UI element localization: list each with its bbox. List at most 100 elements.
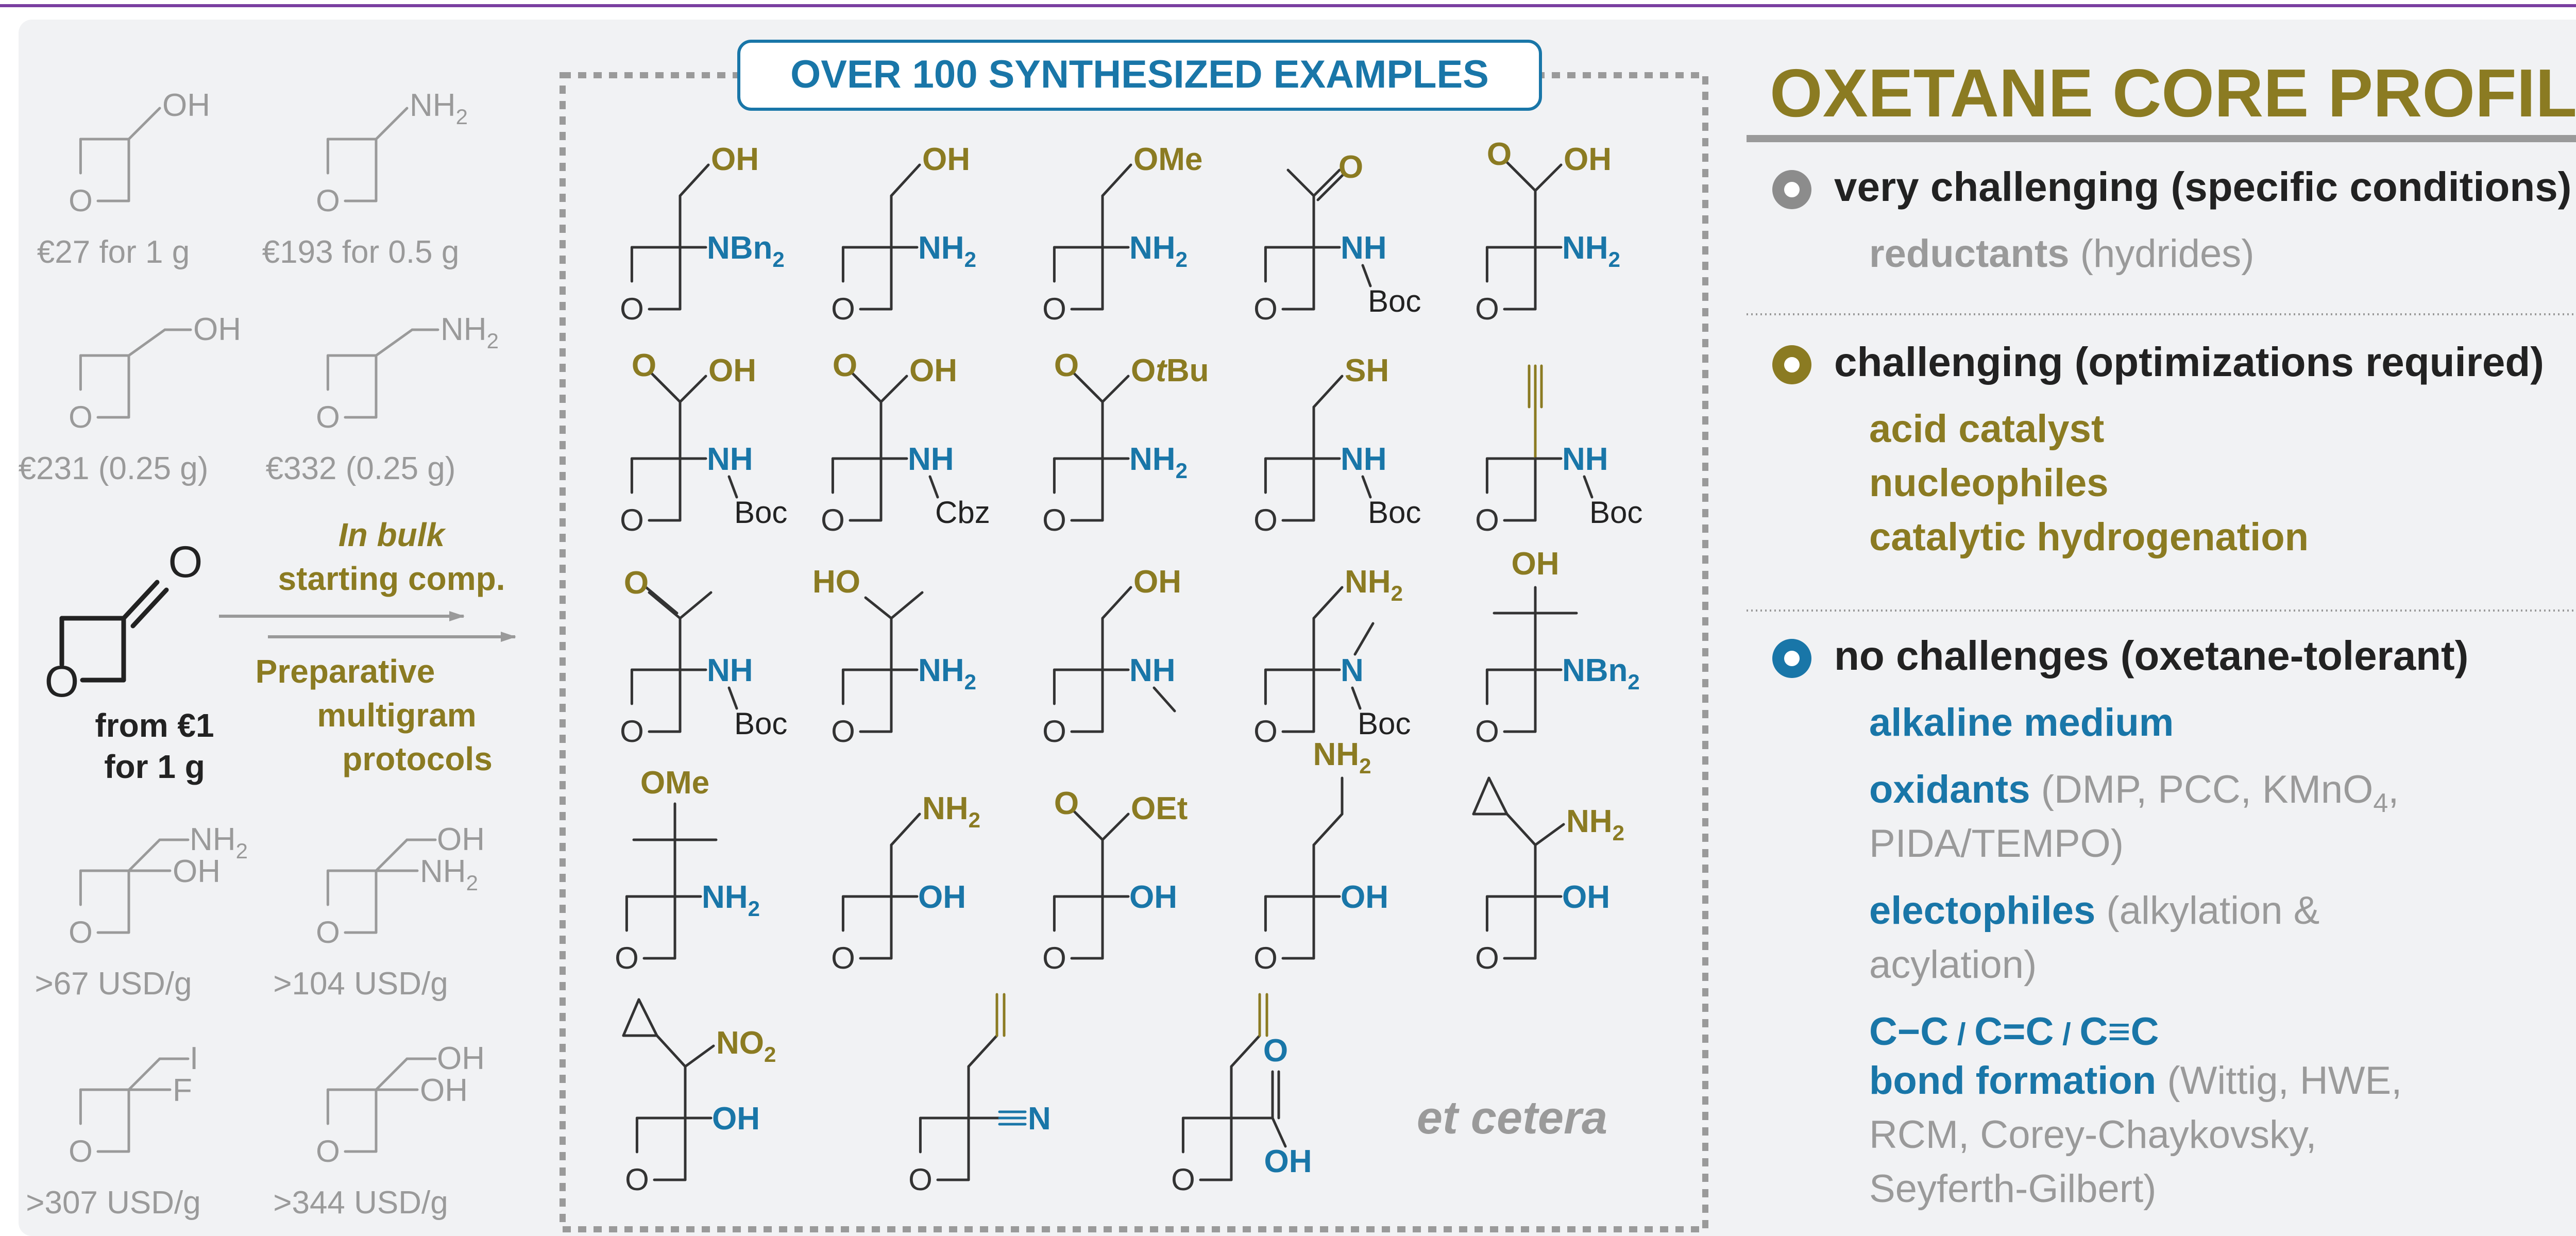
arrow-label: multigram — [317, 697, 476, 734]
atom-label: O — [624, 565, 649, 601]
substituent-label: NH — [1129, 653, 1176, 688]
price-label: >67 USD/g — [35, 966, 192, 1002]
ring-oxygen: O — [69, 183, 93, 218]
substituent-label: HO — [812, 564, 860, 600]
condition-item: acid catalyst — [1869, 407, 2104, 451]
bond-line — [127, 1057, 161, 1091]
oxetane-ring: O — [316, 869, 378, 950]
status-circle-inner — [1784, 357, 1800, 373]
bond-line — [1101, 586, 1132, 620]
bond-line — [1583, 475, 1594, 499]
substituent-label: SH — [1345, 353, 1389, 388]
substituent-label: NBn2 — [707, 230, 785, 272]
bond-line — [890, 163, 921, 197]
condition-note: Seyferth-Gilbert) — [1869, 1167, 2157, 1211]
oxetane-ring: O — [69, 138, 130, 218]
oxetane-ring: O — [1475, 668, 1537, 749]
examples-title: OVER 100 SYNTHESIZED EXAMPLES — [790, 53, 1489, 96]
bond-line — [1534, 823, 1565, 846]
condition-item: reductants (hydrides) — [1869, 232, 2255, 276]
substituent-label: NH2 — [1345, 564, 1403, 605]
ring-oxygen: O — [45, 657, 79, 706]
substituent-label: NH2 — [440, 312, 499, 353]
price-label: €27 for 1 g — [37, 234, 190, 270]
substituent-label: NH2 — [1129, 442, 1188, 483]
substituent-label: NBn2 — [1562, 653, 1640, 694]
bond-line — [890, 591, 924, 620]
bond-line — [1101, 163, 1132, 197]
arrow-label: In bulk — [338, 516, 447, 553]
substituent-label: OH — [437, 1041, 485, 1076]
substituent-label: NH — [1341, 442, 1387, 477]
ring-oxygen: O — [1475, 292, 1499, 326]
substituent-label: NH2 — [918, 653, 976, 694]
atom-label: O — [1338, 149, 1363, 185]
bond-line — [1504, 159, 1533, 188]
substituent-label: OH — [708, 353, 756, 388]
section-heading: very challenging (specific conditions) — [1834, 164, 2571, 210]
ring-oxygen: O — [831, 941, 855, 975]
bond-line — [1487, 776, 1509, 816]
bond-line — [1361, 264, 1372, 287]
substituent-label: NH2 — [1566, 804, 1624, 845]
substituent-label: OH — [162, 88, 210, 123]
substituent-label: OtBu — [1131, 353, 1209, 388]
substituent-label: NH2 — [1313, 737, 1371, 778]
bond-types: C−C / C=C / C≡C — [1869, 1010, 2159, 1054]
substituent-label: NH2 — [918, 230, 976, 272]
main-panel — [19, 20, 2576, 1236]
substituent-label: OH — [1562, 879, 1610, 915]
condition-item: bond formation (Wittig, HWE, — [1869, 1059, 2402, 1103]
atom-label: O — [833, 348, 857, 383]
oxetane-ring: O — [1253, 457, 1315, 537]
substituent-label: NH — [908, 442, 954, 477]
oxetane-ring: O — [316, 138, 378, 218]
bond-line — [890, 812, 921, 846]
bond-line — [727, 686, 738, 710]
ring-oxygen: O — [69, 1134, 93, 1169]
substituent-label: OH — [712, 1101, 760, 1137]
oxetane-ring: O — [821, 457, 883, 537]
oxetanone-price: from €1 — [95, 707, 214, 744]
substituent-label: OH — [918, 879, 966, 915]
bond-line — [1316, 173, 1345, 201]
condition-note: RCM, Corey-Chaykovsky, — [1869, 1113, 2317, 1157]
section-heading: no challenges (oxetane-tolerant) — [1834, 633, 2468, 679]
ring-oxygen: O — [831, 292, 855, 326]
bond-line — [1351, 686, 1362, 710]
atom-label: N — [1028, 1101, 1051, 1137]
bond-line — [679, 163, 710, 197]
ring-oxygen: O — [615, 941, 639, 975]
atom-label: O — [1263, 1033, 1288, 1069]
ring-oxygen: O — [620, 503, 644, 537]
substituent-label: OH — [711, 142, 759, 177]
substituent-label: OH — [1564, 142, 1612, 177]
oxetane-ring: O — [1475, 895, 1537, 975]
substituent-label: NH — [1562, 442, 1608, 477]
oxetane-ring: O — [69, 1088, 130, 1169]
substituent-label: NH2 — [1129, 230, 1188, 272]
bond-line — [1101, 812, 1130, 841]
bond-line — [622, 998, 640, 1037]
bond-line — [679, 375, 707, 403]
protecting-group: Boc — [734, 706, 787, 741]
arrow-label: protocols — [342, 740, 493, 777]
ring-oxygen: O — [1253, 292, 1278, 326]
oxetane-ring: O — [69, 354, 130, 434]
substituent-label: NO2 — [716, 1025, 776, 1066]
examples-title-frame — [737, 40, 1542, 111]
